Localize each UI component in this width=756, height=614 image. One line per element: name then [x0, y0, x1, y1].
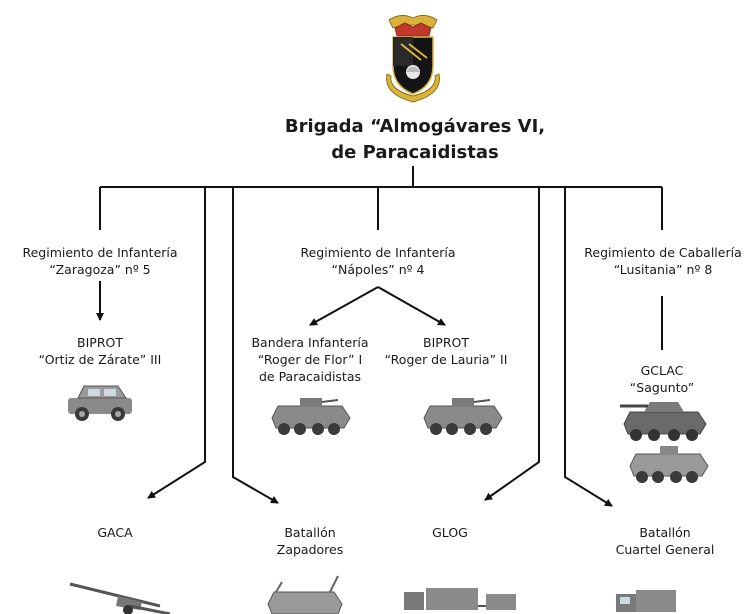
unit-zapadores: Batallón Zapadores [250, 524, 370, 558]
unit-zapadores-line2: Zapadores [276, 542, 344, 557]
regiment-lusitania-line2: “Lusitania” nº 8 [613, 262, 713, 277]
unit-bandera-i-line1: Bandera Infantería [251, 335, 369, 350]
regiment-zaragoza-line2: “Zaragoza” nº 5 [49, 262, 151, 277]
unit-biprot-iii-line1: BIPROT [77, 335, 123, 350]
unit-biprot-ii-line2: “Roger de Lauria” II [384, 352, 508, 367]
regiment-zaragoza: Regimiento de Infantería “Zaragoza” nº 5 [0, 244, 200, 278]
connector-lines [96, 166, 663, 507]
apc-vehicle-icon [271, 398, 351, 435]
unit-gclac-line2: “Sagunto” [629, 380, 695, 395]
truck-trailer-icon [404, 588, 516, 610]
unit-gaca: GACA [70, 524, 160, 541]
unit-bandera-i-line2: “Roger de Flor” I [257, 352, 363, 367]
engineer-vehicle-icon [267, 575, 343, 614]
unit-gclac: GCLAC “Sagunto” [600, 362, 724, 396]
howitzer-icon [69, 582, 171, 614]
regiment-zaragoza-line1: Regimiento de Infantería [22, 245, 178, 260]
tank-vehicle-icon [620, 402, 707, 441]
regiment-napoles: Regimiento de Infantería “Nápoles” nº 4 [278, 244, 478, 278]
brigade-title-line1: Brigada “Almogávares VI, [284, 116, 546, 137]
regiment-napoles-line2: “Nápoles” nº 4 [331, 262, 425, 277]
vmt-vehicle-icon [68, 385, 132, 421]
apc-vehicle-icon [629, 446, 709, 483]
unit-bandera-i: Bandera Infantería “Roger de Flor” I de … [220, 334, 400, 385]
unit-biprot-iii-line2: “Ortiz de Zárate” III [38, 352, 162, 367]
brigade-crest-icon [386, 15, 440, 103]
unit-glog: GLOG [410, 524, 490, 541]
unit-cuartel-general-line1: Batallón [639, 525, 691, 540]
unit-gaca-line1: GACA [97, 525, 133, 540]
regiment-lusitania: Regimiento de Caballería “Lusitania” nº … [570, 244, 756, 278]
unit-zapadores-line1: Batallón [284, 525, 336, 540]
brigade-title: Brigada “Almogávares VI, de Paracaidista… [250, 114, 580, 166]
unit-gclac-line1: GCLAC [640, 363, 684, 378]
regiment-lusitania-line1: Regimiento de Caballería [584, 245, 742, 260]
brigade-title-line2: de Paracaidistas [331, 142, 499, 163]
unit-cuartel-general: Batallón Cuartel General [590, 524, 740, 558]
unit-biprot-ii-line1: BIPROT [423, 335, 469, 350]
unit-glog-line1: GLOG [432, 525, 468, 540]
unit-cuartel-general-line2: Cuartel General [615, 542, 715, 557]
unit-biprot-ii: BIPROT “Roger de Lauria” II [366, 334, 526, 368]
regiment-napoles-line1: Regimiento de Infantería [300, 245, 456, 260]
light-truck-icon [616, 590, 676, 612]
unit-bandera-i-line3: de Paracaidistas [258, 369, 362, 384]
unit-biprot-iii: BIPROT “Ortiz de Zárate” III [10, 334, 190, 368]
apc-vehicle-icon [423, 398, 503, 435]
